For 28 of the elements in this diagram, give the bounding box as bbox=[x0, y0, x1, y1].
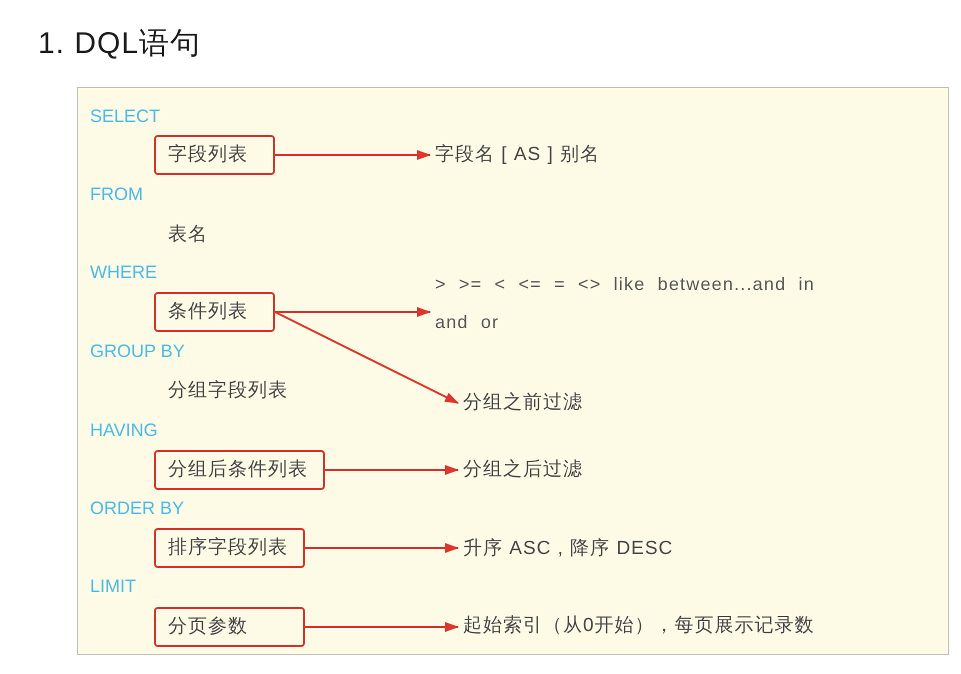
title: 1. DQL语句 bbox=[38, 26, 202, 62]
clause-text: 表名 bbox=[168, 223, 208, 247]
highlight-box: 分组后条件列表 bbox=[154, 450, 325, 490]
code-panel bbox=[77, 87, 949, 655]
arrow bbox=[305, 622, 459, 632]
sql-keyword: LIMIT bbox=[90, 575, 136, 598]
arrow bbox=[305, 543, 459, 553]
operator-list-text: > >= < <= = <> like between...and in and or bbox=[427, 265, 840, 341]
arrow bbox=[325, 465, 459, 475]
sql-keyword: HAVING bbox=[90, 419, 158, 442]
arrow bbox=[275, 307, 431, 317]
sql-keyword: GROUP BY bbox=[90, 340, 185, 363]
clause-text: 分组字段列表 bbox=[168, 379, 288, 403]
highlight-box: 字段列表 bbox=[154, 135, 275, 175]
description-text: 起始索引（从0开始），每页展示记录数 bbox=[455, 612, 815, 640]
sql-keyword: ORDER BY bbox=[90, 497, 184, 520]
sql-keyword: SELECT bbox=[90, 105, 160, 128]
highlight-box: 条件列表 bbox=[154, 292, 275, 332]
highlight-box: 分页参数 bbox=[154, 607, 305, 647]
description-text: 升序 ASC , 降序 DESC bbox=[455, 535, 674, 563]
arrow bbox=[274, 311, 459, 404]
sql-keyword: FROM bbox=[90, 183, 143, 206]
description-text: 分组之前过滤 bbox=[455, 389, 583, 417]
highlight-box: 排序字段列表 bbox=[154, 528, 305, 568]
description-text: 字段名 [ AS ] 别名 bbox=[427, 141, 600, 169]
description-text: 分组之后过滤 bbox=[455, 456, 583, 484]
arrow bbox=[275, 150, 431, 160]
sql-keyword: WHERE bbox=[90, 261, 157, 284]
